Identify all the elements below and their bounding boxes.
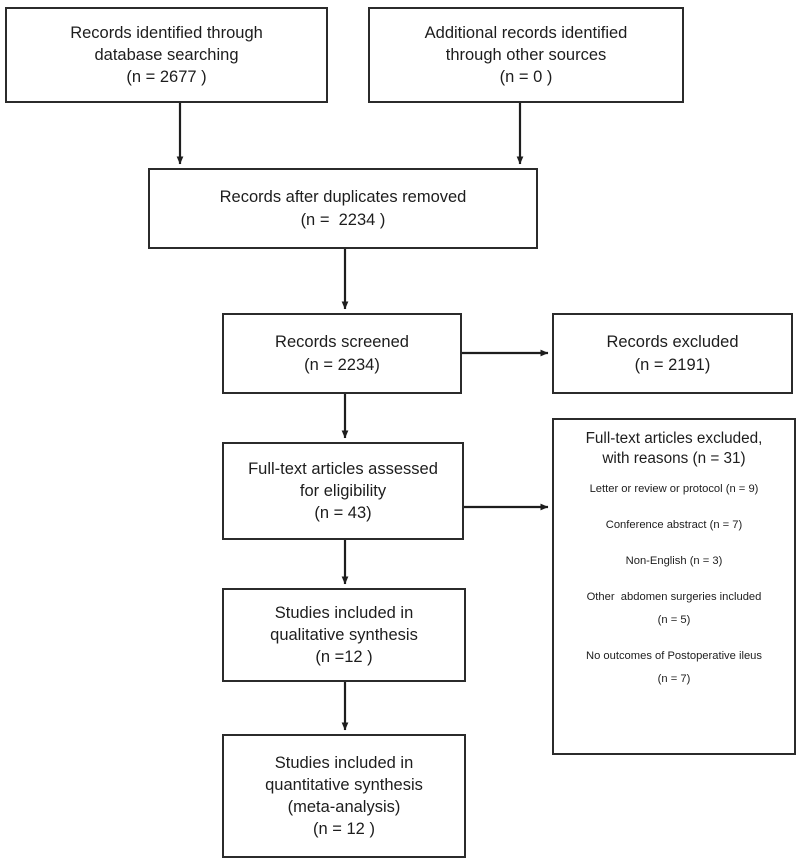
- reason-item-count: (n = 5): [657, 613, 691, 626]
- box-fulltext-articles-excluded-with-reasons: Full-text articles excluded, with reason…: [552, 418, 796, 755]
- box-line: for eligibility: [299, 481, 387, 500]
- box-line: (meta-analysis): [287, 798, 401, 816]
- box-count: (n =12 ): [315, 648, 373, 667]
- reason-item: No outcomes of Postoperative ileus: [586, 649, 762, 662]
- box-records-identified-database: Records identified through database sear…: [5, 7, 328, 103]
- box-count: (n = 2677 ): [126, 68, 207, 87]
- box-count: (n = 0 ): [499, 68, 553, 87]
- box-records-after-duplicates-removed: Records after duplicates removed (n = 22…: [148, 168, 538, 249]
- box-line: Additional records identified: [424, 23, 628, 42]
- box-line: Records screened: [275, 333, 409, 352]
- box-count: (n = 2234 ): [300, 210, 386, 229]
- box-line: through other sources: [445, 45, 607, 64]
- box-line: quantitative synthesis: [265, 775, 423, 794]
- reason-item: Conference abstract (n = 7): [605, 518, 743, 531]
- box-fulltext-articles-assessed: Full-text articles assessed for eligibil…: [222, 442, 464, 540]
- box-records-excluded: Records excluded (n = 2191): [552, 313, 793, 394]
- box-additional-records-other-sources: Additional records identified through ot…: [368, 7, 684, 103]
- box-line: Records excluded: [606, 333, 739, 352]
- box-line: Records identified through: [70, 23, 263, 42]
- box-line: database searching: [94, 45, 239, 64]
- box-records-screened: Records screened (n = 2234): [222, 313, 462, 394]
- box-line: Records after duplicates removed: [219, 188, 467, 207]
- reason-item: Other abdomen surgeries included: [586, 590, 762, 603]
- box-studies-included-qualitative: Studies included in qualitative synthesi…: [222, 588, 466, 682]
- reason-item: Non-English (n = 3): [625, 554, 723, 567]
- box-line: Studies included in: [274, 753, 414, 772]
- box-line: Studies included in: [274, 603, 414, 622]
- box-line: Full-text articles assessed: [248, 459, 438, 478]
- box-count: (n = 12 ): [313, 820, 375, 839]
- reason-item-count: (n = 7): [657, 672, 691, 685]
- box-count: (n = 2234): [304, 355, 380, 374]
- box-count: (n = 43): [314, 504, 372, 523]
- box-count: (n = 2191): [634, 355, 711, 374]
- reasons-list: Letter or review or protocol (n = 9) Con…: [560, 482, 788, 686]
- reason-item: Letter or review or protocol (n = 9): [589, 482, 759, 495]
- box-line: qualitative synthesis: [270, 625, 418, 644]
- reasons-heading: Full-text articles excluded, with reason…: [585, 430, 763, 467]
- box-studies-included-quantitative: Studies included in quantitative synthes…: [222, 734, 466, 858]
